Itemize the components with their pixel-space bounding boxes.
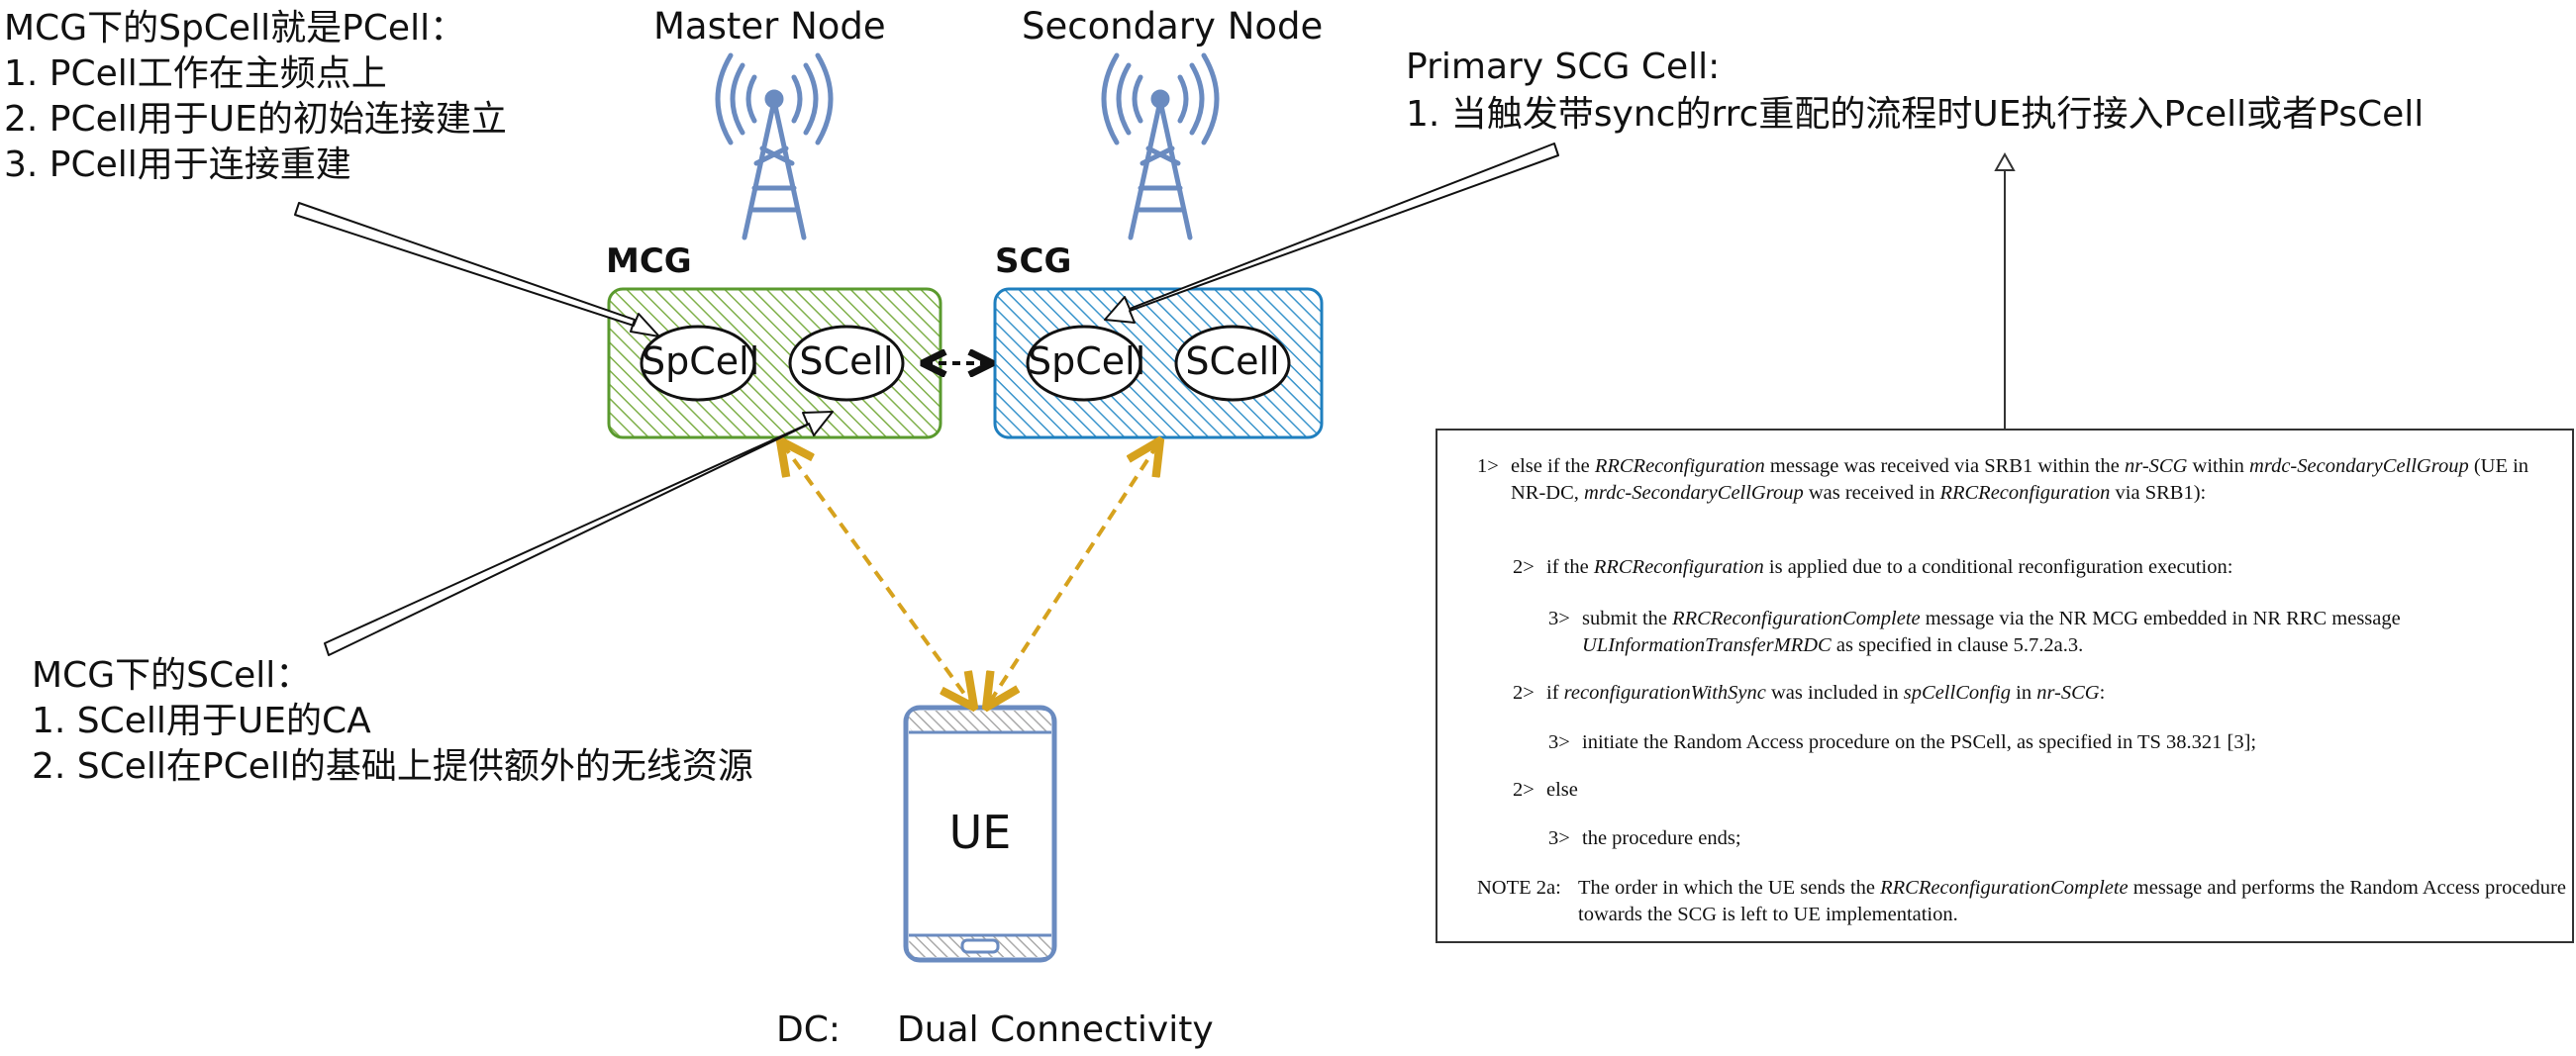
- pscell-note: Primary SCG Cell: 1. 当触发带sync的rrc重配的流程时U…: [1406, 44, 2424, 139]
- dc-abbr: DC:: [776, 1009, 841, 1050]
- master-tower-icon: [715, 52, 834, 240]
- mcg-spcell-note-item: 3. PCell用于连接重建: [4, 144, 351, 185]
- mcg-scell-ellipse: [788, 325, 905, 402]
- mcg-scell-label: SCell: [799, 339, 894, 383]
- mcg-scell-note-title: MCG下的SCell：: [32, 655, 312, 696]
- ue-label: UE: [948, 806, 1012, 859]
- mcg-spcell-ellipse: [640, 325, 756, 402]
- scg-spcell-label: SpCell: [1028, 339, 1146, 383]
- spec-line-1: 1> else if the RRCReconfiguration messag…: [1477, 455, 2529, 504]
- mcg-scell-note-item: 1. SCell用于UE的CA: [32, 701, 371, 741]
- scg-scell-ellipse: [1174, 325, 1291, 402]
- pscell-callout-arrow: [1104, 143, 1559, 324]
- pscell-note-title: Primary SCG Cell:: [1406, 47, 1721, 87]
- secondary-tower-icon: [1101, 52, 1220, 240]
- spec-line-4: 2> if reconfigurationWithSync was includ…: [1513, 682, 2106, 704]
- scg-scell-label: SCell: [1185, 339, 1280, 383]
- master-node-label: Master Node: [653, 5, 886, 48]
- mcg-spcell-note: MCG下的SpCell就是PCell： 1. PCell工作在主频点上 2. P…: [4, 6, 507, 188]
- mcg-ue-link: [782, 443, 972, 705]
- mcg-spcell-note-item: 1. PCell工作在主频点上: [4, 53, 387, 94]
- spec-to-pscell-arrowhead: [1994, 151, 2016, 171]
- scell-callout-arrow: [324, 411, 834, 656]
- mcg-spcell-label: SpCell: [642, 339, 760, 383]
- spec-line-2: 2> if the RRCReconfiguration is applied …: [1513, 556, 2233, 578]
- mcg-scell-note: MCG下的SCell： 1. SCell用于UE的CA 2. SCell在PCe…: [32, 653, 753, 790]
- spec-line-5: 3> initiate the Random Access procedure …: [1548, 731, 2257, 753]
- spec-line-3: 3> submit the RRCReconfigurationComplete…: [1548, 608, 2401, 656]
- spcell-callout-arrow: [294, 202, 660, 337]
- scg-label: SCG: [995, 241, 1072, 281]
- pscell-note-item: 1. 当触发带sync的rrc重配的流程时UE执行接入Pcell或者PsCell: [1406, 94, 2425, 135]
- scg-spcell-ellipse: [1026, 325, 1142, 402]
- mcg-scell-note-item: 2. SCell在PCell的基础上提供额外的无线资源: [32, 746, 753, 787]
- dc-full-name: Dual Connectivity: [897, 1009, 1214, 1050]
- scg-ue-link: [988, 443, 1158, 705]
- spec-line-7: 3> the procedure ends;: [1548, 827, 1741, 849]
- mcg-label: MCG: [606, 241, 692, 281]
- spec-line-6: 2> else: [1513, 779, 1578, 801]
- mcg-spcell-note-title: MCG下的SpCell就是PCell：: [4, 8, 466, 48]
- spec-note: NOTE 2a: The order in which the UE sends…: [1477, 877, 2566, 925]
- mcg-spcell-note-item: 2. PCell用于UE的初始连接建立: [4, 99, 507, 140]
- secondary-node-label: Secondary Node: [1022, 5, 1324, 48]
- spec-excerpt-box: 1> else if the RRCReconfiguration messag…: [1436, 429, 2574, 943]
- ue-phone-icon: [903, 705, 1057, 963]
